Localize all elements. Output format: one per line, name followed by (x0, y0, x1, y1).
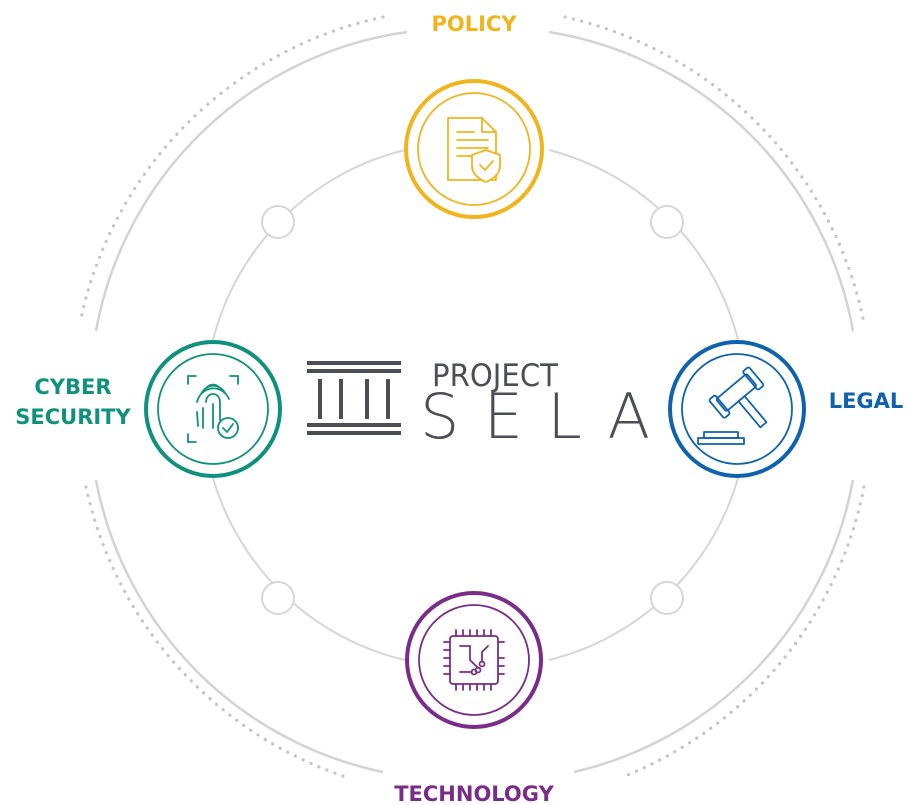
policy-label: POLICY (431, 12, 517, 36)
connector-node-bottom-left (261, 581, 295, 615)
policy-node (404, 79, 544, 219)
technology-node (405, 591, 543, 729)
brand-project: PROJECT (432, 358, 559, 394)
document-shield-icon (447, 117, 501, 183)
cyber-label-line1: CYBER (34, 375, 111, 399)
microchip-icon (443, 629, 505, 691)
connector-node-bottom-right (650, 581, 684, 615)
legal-label: LEGAL (829, 389, 904, 413)
cyber-security-node (144, 340, 282, 478)
technology-label: TECHNOLOGY (394, 782, 554, 805)
fingerprint-check-icon (187, 375, 239, 443)
outer-dotted-ring (78, 15, 866, 778)
temple-logo (307, 361, 401, 435)
connector-nodes (261, 205, 684, 615)
legal-node (668, 340, 806, 478)
cyber-label-line2: SECURITY (15, 405, 131, 429)
gavel-icon (697, 366, 768, 445)
outer-ring (94, 30, 855, 774)
connector-node-top-right (650, 205, 684, 239)
connector-node-top-left (261, 205, 295, 239)
